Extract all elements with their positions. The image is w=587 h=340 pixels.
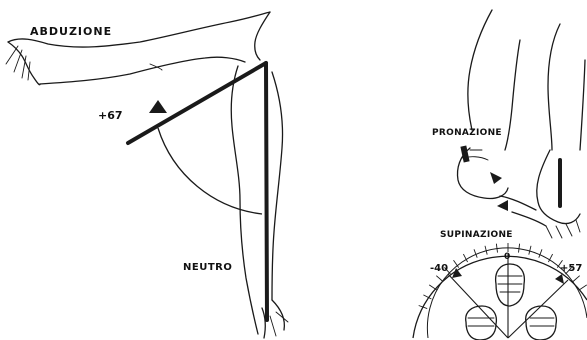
protractor-tick	[496, 244, 497, 253]
pronation-arm-drawing	[458, 10, 521, 199]
fist-right-icon	[526, 306, 557, 340]
scale-left-value: -40	[430, 263, 448, 274]
protractor-tick	[529, 246, 531, 255]
protractor-tick	[579, 285, 587, 290]
protractor-tick	[573, 276, 580, 282]
protractor-tick	[519, 244, 520, 253]
pronation-supination-figure: PRONAZIONE SUPINAZIONE	[413, 10, 587, 340]
pronation-arrow-icon	[490, 172, 502, 184]
scale-right-value: +57	[560, 263, 582, 274]
scale-center-value: 0	[504, 252, 510, 262]
scale-right-ray	[508, 280, 568, 338]
rotation-arrow-icon	[497, 200, 508, 211]
protractor-tick	[429, 285, 437, 290]
protractor-tick	[436, 276, 443, 282]
moving-arm-line	[128, 63, 266, 143]
rotation-protractor: -40 0 +57	[413, 243, 587, 340]
fist-center-icon	[496, 264, 525, 306]
pronation-label: PRONAZIONE	[432, 128, 502, 138]
abduction-angle-value: +67	[98, 109, 123, 122]
abduction-title: ABDUZIONE	[30, 25, 112, 38]
protractor-tick	[539, 249, 542, 257]
neutral-label: NEUTRO	[183, 262, 232, 273]
abduction-figure: ABDUZIONE +67 NEUTRO	[6, 12, 288, 338]
arc-arrowhead-icon	[149, 100, 167, 113]
supination-arm-drawing	[500, 24, 585, 238]
scale-right-arrow-icon	[555, 274, 564, 284]
abduction-angle-arc	[158, 128, 262, 214]
neutral-arm-drawing	[231, 66, 288, 338]
fist-left-icon	[466, 306, 497, 340]
supination-label: SUPINAZIONE	[440, 230, 513, 240]
fixed-arm-line	[266, 63, 267, 320]
raised-arm-drawing	[6, 12, 270, 85]
